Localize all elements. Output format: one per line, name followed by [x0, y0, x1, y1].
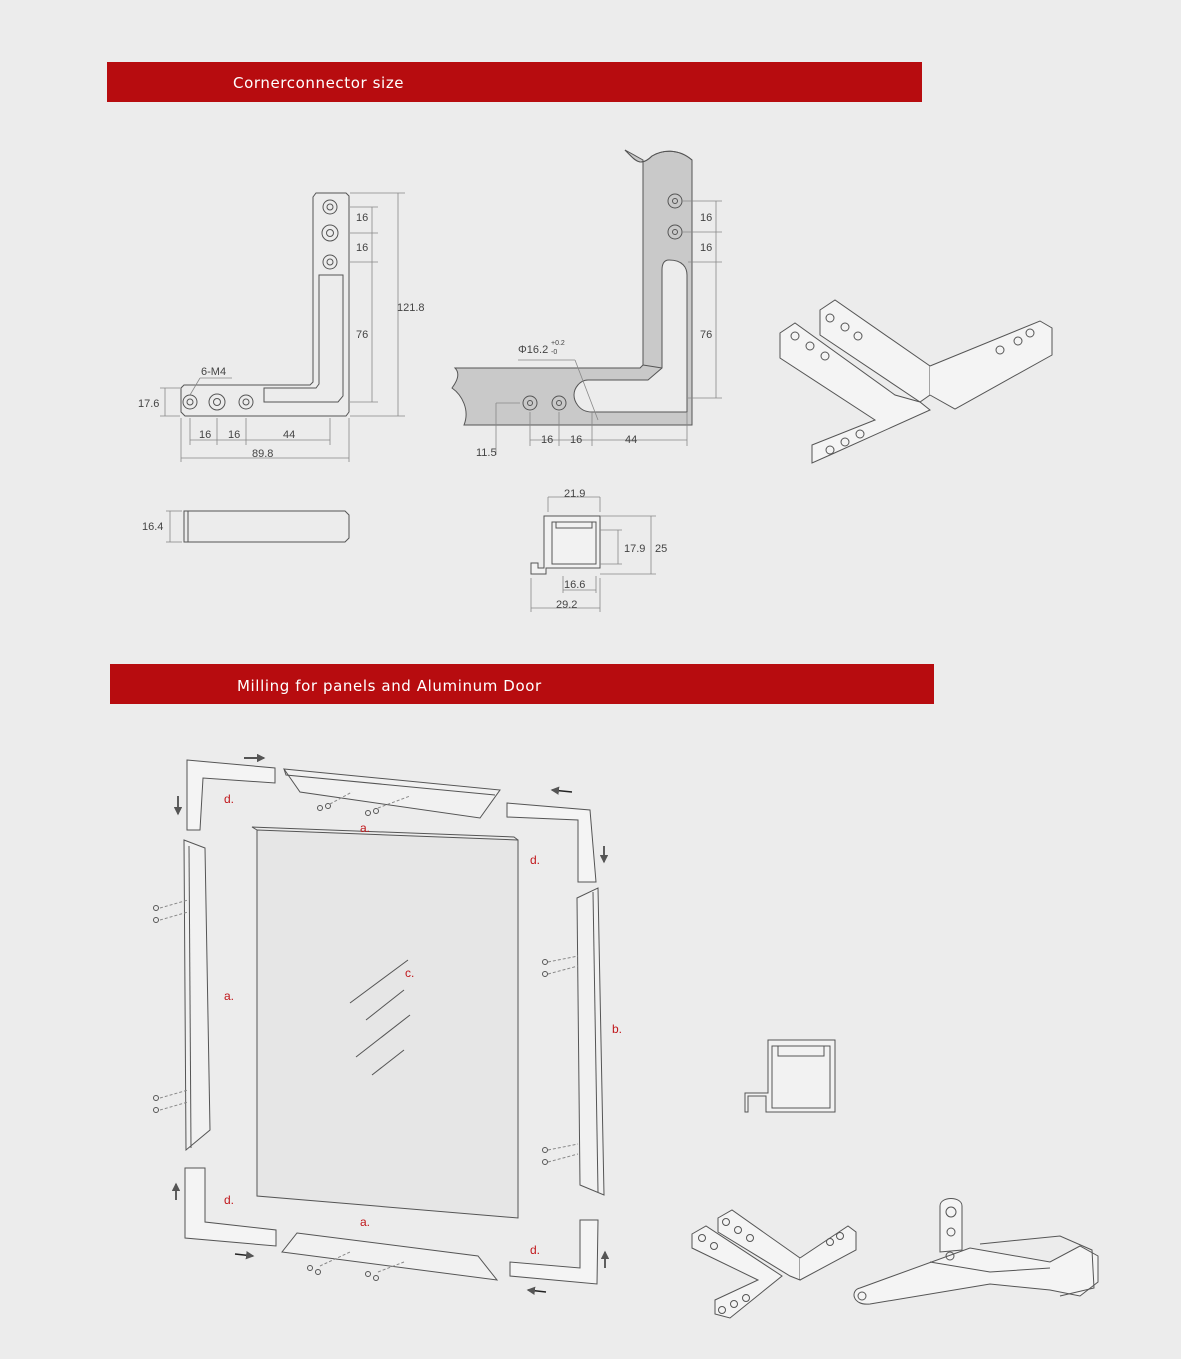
dim-label: 89.8 — [252, 448, 273, 460]
dim-label: 16.4 — [142, 521, 163, 533]
dim-label: 16 — [356, 242, 368, 254]
door-exploded-view — [153, 753, 610, 1295]
tolerance-upper: +0.2 — [551, 340, 565, 347]
dim-label: 16 — [541, 434, 553, 446]
label-corner-top-left: d. — [224, 792, 234, 806]
dim-label: 76 — [700, 329, 712, 341]
dim-label: 16 — [700, 212, 712, 224]
milling-section-drawing — [451, 149, 722, 455]
dim-label: 16 — [570, 434, 582, 446]
dim-label: 29.2 — [556, 599, 577, 611]
hinge-3d-illustration — [853, 1198, 1099, 1305]
dim-label: 16 — [356, 212, 368, 224]
dim-label: 16 — [700, 242, 712, 254]
tolerance-lower: -0 — [551, 349, 557, 356]
section-title: Cornerconnector size — [233, 74, 405, 92]
screws — [153, 803, 548, 1281]
connector-3d-illustration — [779, 299, 1053, 464]
connector-3d-bottom — [691, 1209, 857, 1319]
section-banner-milling: Milling for panels and Aluminum Door — [110, 664, 934, 704]
dim-label: 16 — [228, 429, 240, 441]
corner-connector-drawing — [160, 192, 405, 462]
dim-label: 21.9 — [564, 488, 585, 500]
section-banner-corner-connector: Cornerconnector size — [107, 62, 922, 102]
connector-side-view — [166, 510, 350, 543]
profile-section-small — [744, 1039, 836, 1113]
dim-label: 25 — [655, 543, 667, 555]
label-top-profile: a. — [360, 821, 370, 835]
label-bottom-profile: a. — [360, 1215, 370, 1229]
label-corner-bottom-right: d. — [530, 1243, 540, 1257]
screw-holes — [182, 199, 339, 411]
assembly-arrows — [171, 753, 610, 1295]
dim-label: 11.5 — [476, 447, 497, 459]
glass-panel — [256, 829, 519, 1219]
profile-cross-section — [530, 496, 656, 612]
dim-label: 44 — [625, 434, 637, 446]
dim-label: 121.8 — [397, 302, 425, 314]
dim-label: 76 — [356, 329, 368, 341]
dim-label: 16 — [199, 429, 211, 441]
dim-label: 17.9 — [624, 543, 645, 555]
dim-label: Φ16.2 — [518, 344, 548, 356]
dim-label: 6-M4 — [201, 366, 226, 378]
dim-label: 16.6 — [564, 579, 585, 591]
label-glass: c. — [405, 966, 414, 980]
label-corner-top-right: d. — [530, 853, 540, 867]
label-corner-bottom-left: d. — [224, 1193, 234, 1207]
label-right-profile: b. — [612, 1022, 622, 1036]
label-left-profile: a. — [224, 989, 234, 1003]
dim-label: 17.6 — [138, 398, 159, 410]
section-title: Milling for panels and Aluminum Door — [237, 677, 542, 695]
dim-label: 44 — [283, 429, 295, 441]
